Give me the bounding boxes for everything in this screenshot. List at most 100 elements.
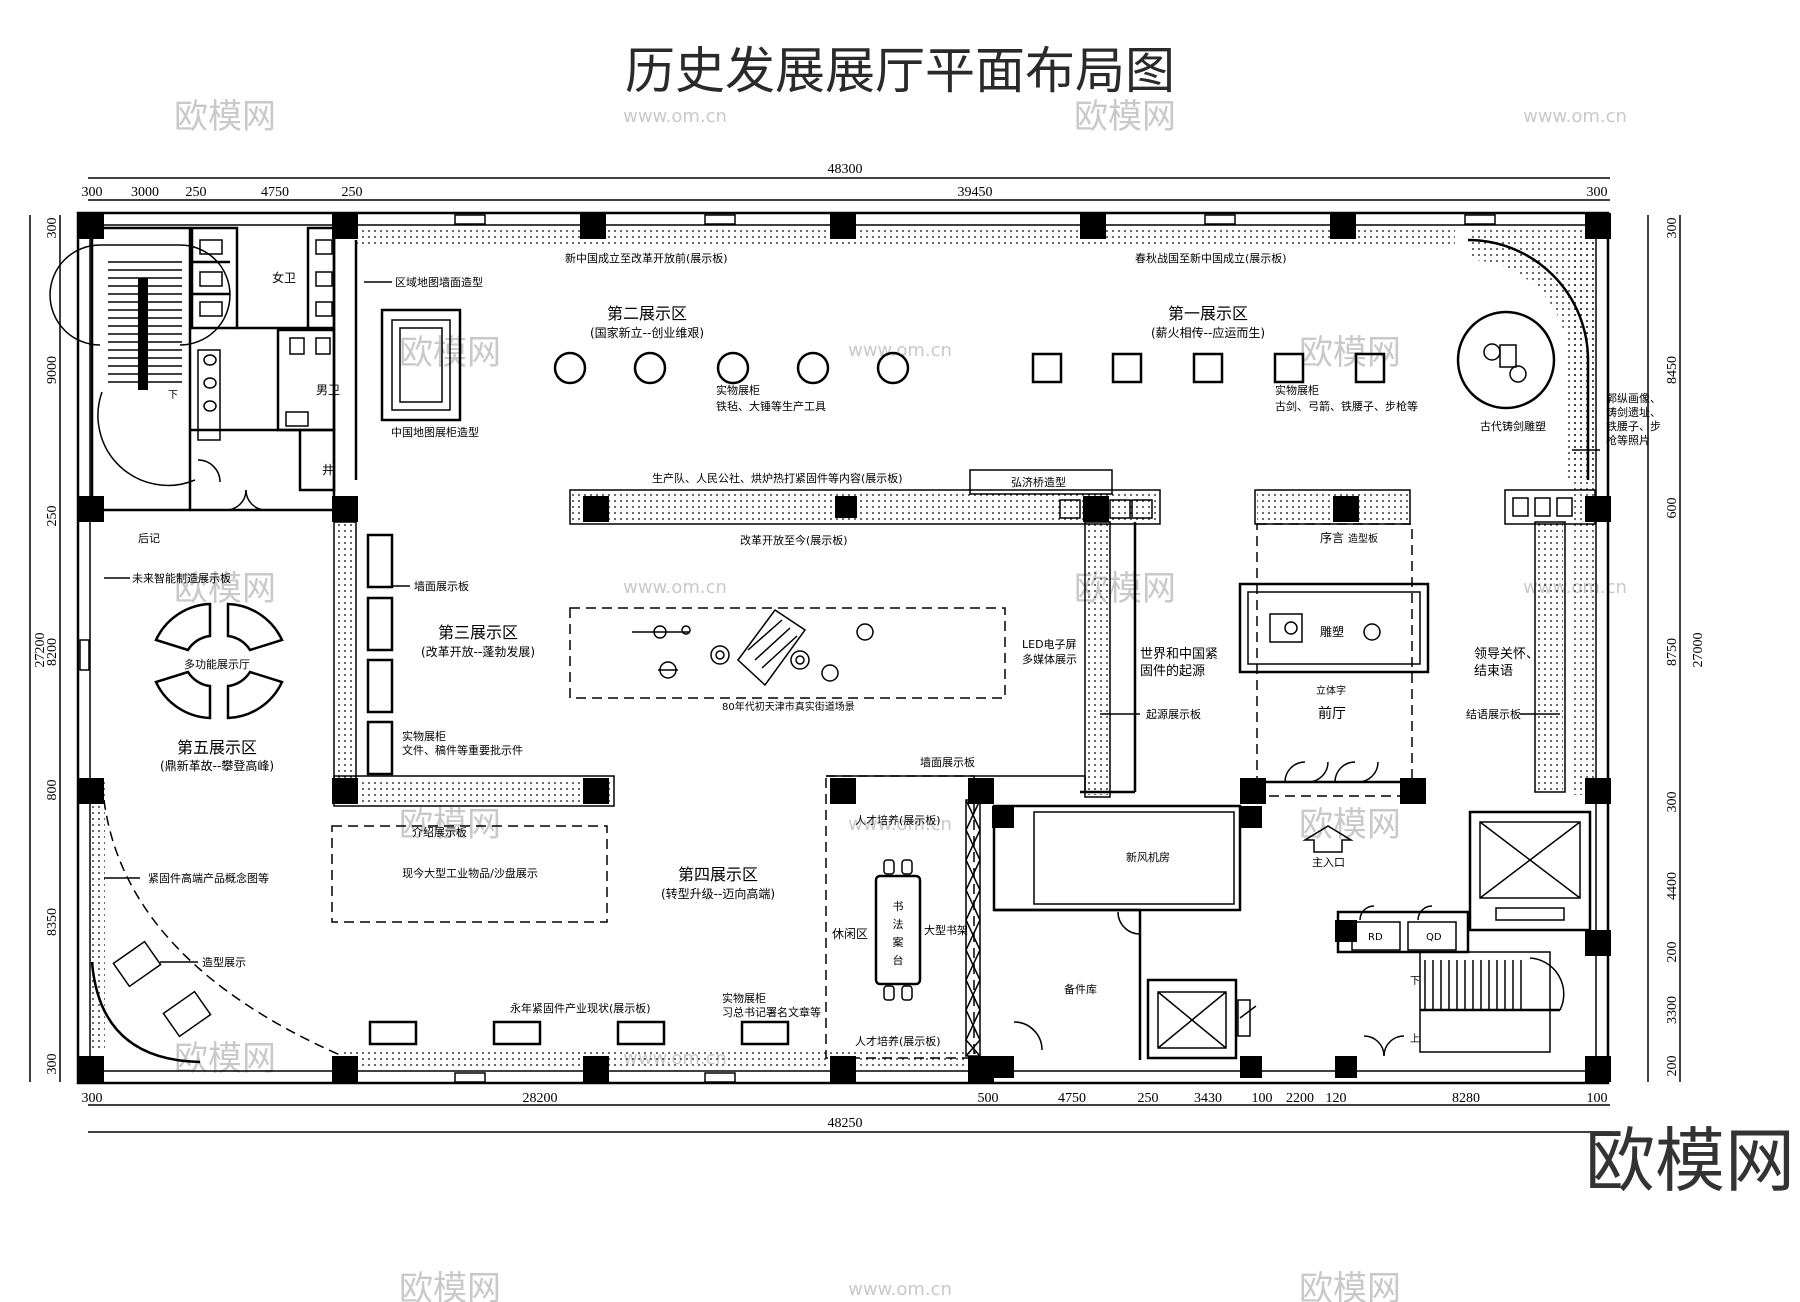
sand-table [331,825,608,923]
svg-text:800: 800 [45,780,60,801]
circular-cabinet [633,351,667,385]
cabinet3-title: 实物展柜 [402,729,446,743]
dimension-top: 48300 300 3000 250 4750 250 39450 300 [82,162,1610,201]
svg-text:28200: 28200 [523,1091,558,1106]
shaft-label: 井 [322,463,334,477]
svg-text:200: 200 [1665,1056,1680,1077]
wall-display-panel [366,596,394,652]
stair-down-label-2: 下 [1410,976,1420,987]
middle-partition: 弘济桥造型 生产队、人民公社、烘炉热打紧固件等内容(展示板) 改革开放至今(展示… [569,469,1596,547]
dim-left-overall: 27200 [33,633,48,668]
svg-text:120: 120 [1326,1091,1347,1106]
storage-label: 备件库 [1064,982,1097,996]
circular-cabinet [876,351,910,385]
svg-text:300: 300 [1587,185,1608,200]
floor-cabinet [616,1020,666,1046]
bridge-label: 弘济桥造型 [1011,475,1066,489]
cabinet4-title: 实物展柜 [722,991,766,1005]
industry-board-label: 永年紧固件产业现状(展示板) [510,1001,651,1015]
intro-board-label: 介绍展示板 [412,825,467,839]
rd-label: RD [1368,932,1383,943]
svg-text:8750: 8750 [1665,638,1680,666]
stair-down-label: 下 [168,390,178,401]
circular-cabinet [796,351,830,385]
origin-area: LED电子屏 多媒体展示 世界和中国紧 固件的起源 起源展示板 [1022,521,1218,798]
calligraphy-table [874,874,922,986]
women-restroom-label: 女卫 [272,270,296,285]
dimension-bottom: 48250 300 28200 500 4750 250 3430 100 22… [82,1091,1610,1133]
square-cabinet [1031,352,1063,384]
svg-text:200: 200 [1665,942,1680,963]
calligraphy-char-4: 台 [893,953,904,967]
watermark-url: www.om.cn [623,577,727,598]
rest-area-label: 休闲区 [832,927,868,941]
wall-board-label: 墙面展示板 [414,579,469,593]
fresh-air-room-label: 新风机房 [1126,850,1170,864]
guo-note-line2: 铸剑遗址、 [1606,405,1661,419]
bookshelf-label: 大型书架 [924,923,968,937]
origin-title-line1: 世界和中国紧 [1140,647,1218,662]
watermark-url: www.om.cn [848,814,952,835]
floor-cabinet [368,1020,418,1046]
zone5-title: 第五展示区 [177,738,257,757]
svg-text:39450: 39450 [958,185,993,200]
shape-display-unit [162,990,212,1038]
multi-function-hall-label: 多功能展示厅 [184,657,250,671]
letters-label: 立体字 [1316,684,1346,697]
dim-top-overall: 48300 [828,162,863,177]
dim-bottom-overall: 48250 [828,1116,863,1131]
led-label-line2: 多媒体展示 [1022,652,1077,666]
svg-text:500: 500 [978,1091,999,1106]
zone1-area: 春秋战国至新中国成立(展示板) 第一展示区 (薪火相传--应运而生) 实物展柜 … [1031,226,1661,480]
svg-text:600: 600 [1665,498,1680,519]
svg-text:100: 100 [1252,1091,1273,1106]
zone5-subtitle: (鼎新革故--攀登高峰) [160,758,274,773]
production-board-label: 生产队、人民公社、烘炉热打紧固件等内容(展示板) [652,471,903,485]
stair-up-label: 上 [1410,1033,1420,1045]
top-left-display-board: 新中国成立至改革开放前(展示板) [565,251,728,265]
zone1-title: 第一展示区 [1168,304,1248,323]
service-rooms: 新风机房 备件库 [992,804,1257,1060]
svg-text:300: 300 [82,185,103,200]
svg-text:250: 250 [186,185,207,200]
watermark-url: www.om.cn [848,340,952,361]
origin-title-line2: 固件的起源 [1140,663,1205,679]
dim-right-overall: 27000 [1691,633,1706,668]
watermark-logo: 欧模网 [174,97,276,137]
svg-text:300: 300 [1665,218,1680,239]
stair-and-restrooms: 下 女卫 男卫 井 [49,225,358,512]
zone4-area: 墙面展示板 介绍展示板 现今大型工业物品/沙盘展示 第四展示区 (转型升级--迈… [331,755,1086,1046]
guo-note-line4: 枪等照片 [1606,433,1650,447]
zone1-subtitle: (薪火相传--应运而生) [1151,325,1265,340]
street-scene-label: 80年代初天津市真实街道场景 [722,700,855,713]
zone4-subtitle: (转型升级--迈向高端) [661,886,775,901]
talent-board-top-label: 人才培养(展示板) [855,813,941,827]
circular-cabinet [716,351,750,385]
sculpture-platform [1238,582,1430,674]
qd-label: QD [1426,932,1442,943]
origin-board-label: 起源展示板 [1146,707,1201,721]
main-entrance-label: 主入口 [1312,856,1345,869]
svg-text:4750: 4750 [1058,1091,1086,1106]
concept-board-label: 紧固件高端产品概念图等 [148,871,269,885]
wall-display-panel [366,658,394,714]
svg-text:8280: 8280 [1452,1091,1480,1106]
zone4-title: 第四展示区 [678,865,758,884]
street-scene: 80年代初天津市真实街道场景 [569,607,1006,713]
cabinet1-desc: 古剑、弓箭、铁腰子、步枪等 [1275,399,1418,413]
svg-text:300: 300 [45,218,60,239]
svg-text:2200: 2200 [1286,1091,1314,1106]
region-map-wall-label: 区域地图墙面造型 [395,275,483,289]
dimension-left: 27200 300 9000 250 8200 800 8350 300 [29,215,61,1082]
shape-display-label: 造型展示 [202,955,246,969]
epilogue-label: 后记 [138,532,160,545]
china-map-cabinet [380,308,462,422]
cabinet3-desc: 文件、稿件等重要批示件 [402,743,523,757]
lobby-label: 前厅 [1318,705,1346,722]
zone3-area: 墙面展示板 第三展示区 (改革开放--蓬勃发展) 实物展柜 文件、稿件等重要批示… [333,521,615,807]
men-restroom-label: 男卫 [316,383,340,397]
circular-cabinet [553,351,587,385]
calligraphy-char-3: 案 [893,935,904,949]
cabinet2-desc: 铁毡、大锤等生产工具 [716,399,826,413]
